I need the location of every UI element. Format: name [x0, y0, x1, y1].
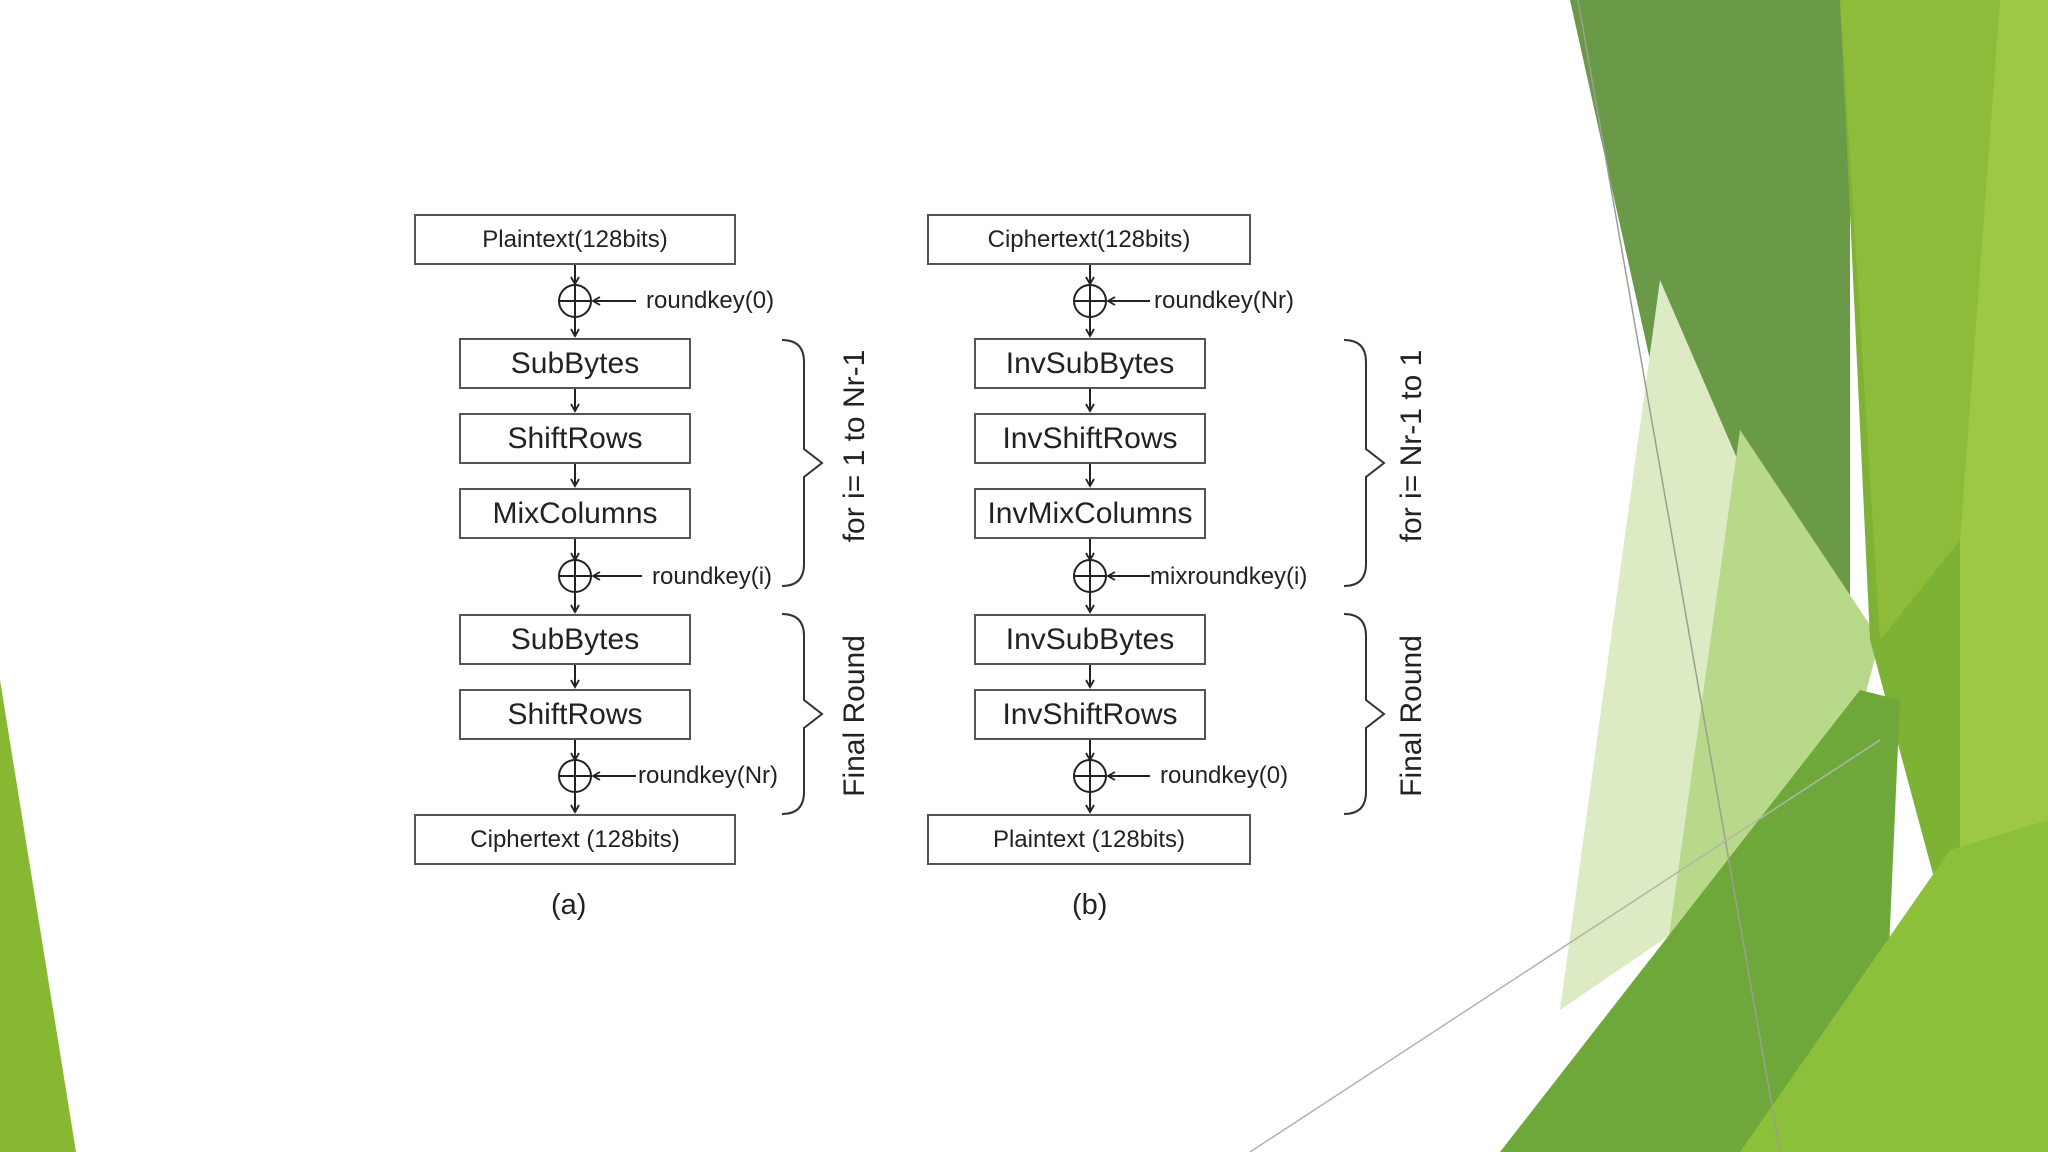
- decor-line-1: [1577, 0, 1781, 1152]
- diagram-a-final-step-1: SubBytes: [459, 614, 691, 665]
- diagram-a-round-step-1: SubBytes: [459, 338, 691, 389]
- diagram-b-final-step-1-label: InvSubBytes: [1005, 622, 1175, 656]
- decor-line-2: [1249, 739, 1881, 1152]
- a-round-brace: [781, 339, 824, 587]
- diagram-b-round-step-2-label: InvShiftRows: [1002, 421, 1178, 455]
- diagram-a-round-step-1-label: SubBytes: [510, 346, 640, 380]
- diagram-b-final-step-2-label: InvShiftRows: [1002, 697, 1178, 731]
- diagram-a-input: Plaintext(128bits): [482, 225, 668, 253]
- diagram-a-final-step-2-label: ShiftRows: [507, 697, 643, 731]
- diagram-b-input-box: Ciphertext(128bits): [927, 214, 1251, 265]
- diagram-b-round-step-2: InvShiftRows: [974, 413, 1206, 464]
- right-accent-shape-olive: [1840, 0, 2000, 640]
- diagram-b-round-key: mixroundkey(i): [1150, 563, 1308, 590]
- diagram-a-final-label: Final Round: [838, 635, 871, 797]
- diagram-b-final-key: roundkey(0): [1160, 762, 1289, 789]
- diagram-b-initial-key: roundkey(Nr): [1154, 287, 1295, 314]
- diagram-a-input-box: Plaintext(128bits): [414, 214, 736, 265]
- diagram-b-round-step-1-label: InvSubBytes: [1005, 346, 1175, 380]
- right-accent-shape-light: [1660, 430, 1880, 1000]
- diagram-b-round-step-3: InvMixColumns: [974, 488, 1206, 539]
- right-accent-shape-deep: [1500, 690, 1900, 1152]
- diagram-a-final-key: roundkey(Nr): [638, 762, 779, 789]
- diagram-a-initial-key: roundkey(0): [646, 287, 775, 314]
- diagram-b-final-step-2: InvShiftRows: [974, 689, 1206, 740]
- a-final-brace: [781, 613, 824, 815]
- diagram-a-round-step-3-label: MixColumns: [492, 496, 658, 530]
- diagram-b-round-step-1: InvSubBytes: [974, 338, 1206, 389]
- diagram-b-final-step-1: InvSubBytes: [974, 614, 1206, 665]
- diagram-b-input: Ciphertext(128bits): [987, 225, 1191, 253]
- b-final-brace: [1343, 613, 1386, 815]
- diagram-b-round-label: for i= Nr-1 to 1: [1395, 349, 1428, 543]
- diagram-a-connectors: [558, 265, 824, 815]
- diagram-a-final-step-1-label: SubBytes: [510, 622, 640, 656]
- diagram-b-connectors: [1073, 265, 1386, 815]
- diagram-b-round-step-3-label: InvMixColumns: [987, 496, 1193, 530]
- diagram-b-final-label: Final Round: [1395, 635, 1428, 797]
- diagram-a-final-step-2: ShiftRows: [459, 689, 691, 740]
- diagram-a-round-step-3: MixColumns: [459, 488, 691, 539]
- right-accent-shape-bottom: [1740, 820, 2048, 1152]
- left-accent-shape: [0, 680, 76, 1152]
- diagram-a-caption: (a): [551, 889, 587, 921]
- diagram-a-round-key: roundkey(i): [652, 563, 773, 590]
- diagram-b-output: Plaintext (128bits): [992, 825, 1186, 853]
- diagram-b-caption: (b): [1072, 889, 1108, 921]
- diagram-a-round-step-2-label: ShiftRows: [507, 421, 643, 455]
- diagram-a-round-label: for i= 1 to Nr-1: [838, 349, 871, 543]
- diagram-b-output-box: Plaintext (128bits): [927, 814, 1251, 865]
- diagram-a-output: Ciphertext (128bits): [470, 825, 680, 853]
- b-round-brace: [1343, 339, 1386, 587]
- diagram-a-round-step-2: ShiftRows: [459, 413, 691, 464]
- diagram-a-output-box: Ciphertext (128bits): [414, 814, 736, 865]
